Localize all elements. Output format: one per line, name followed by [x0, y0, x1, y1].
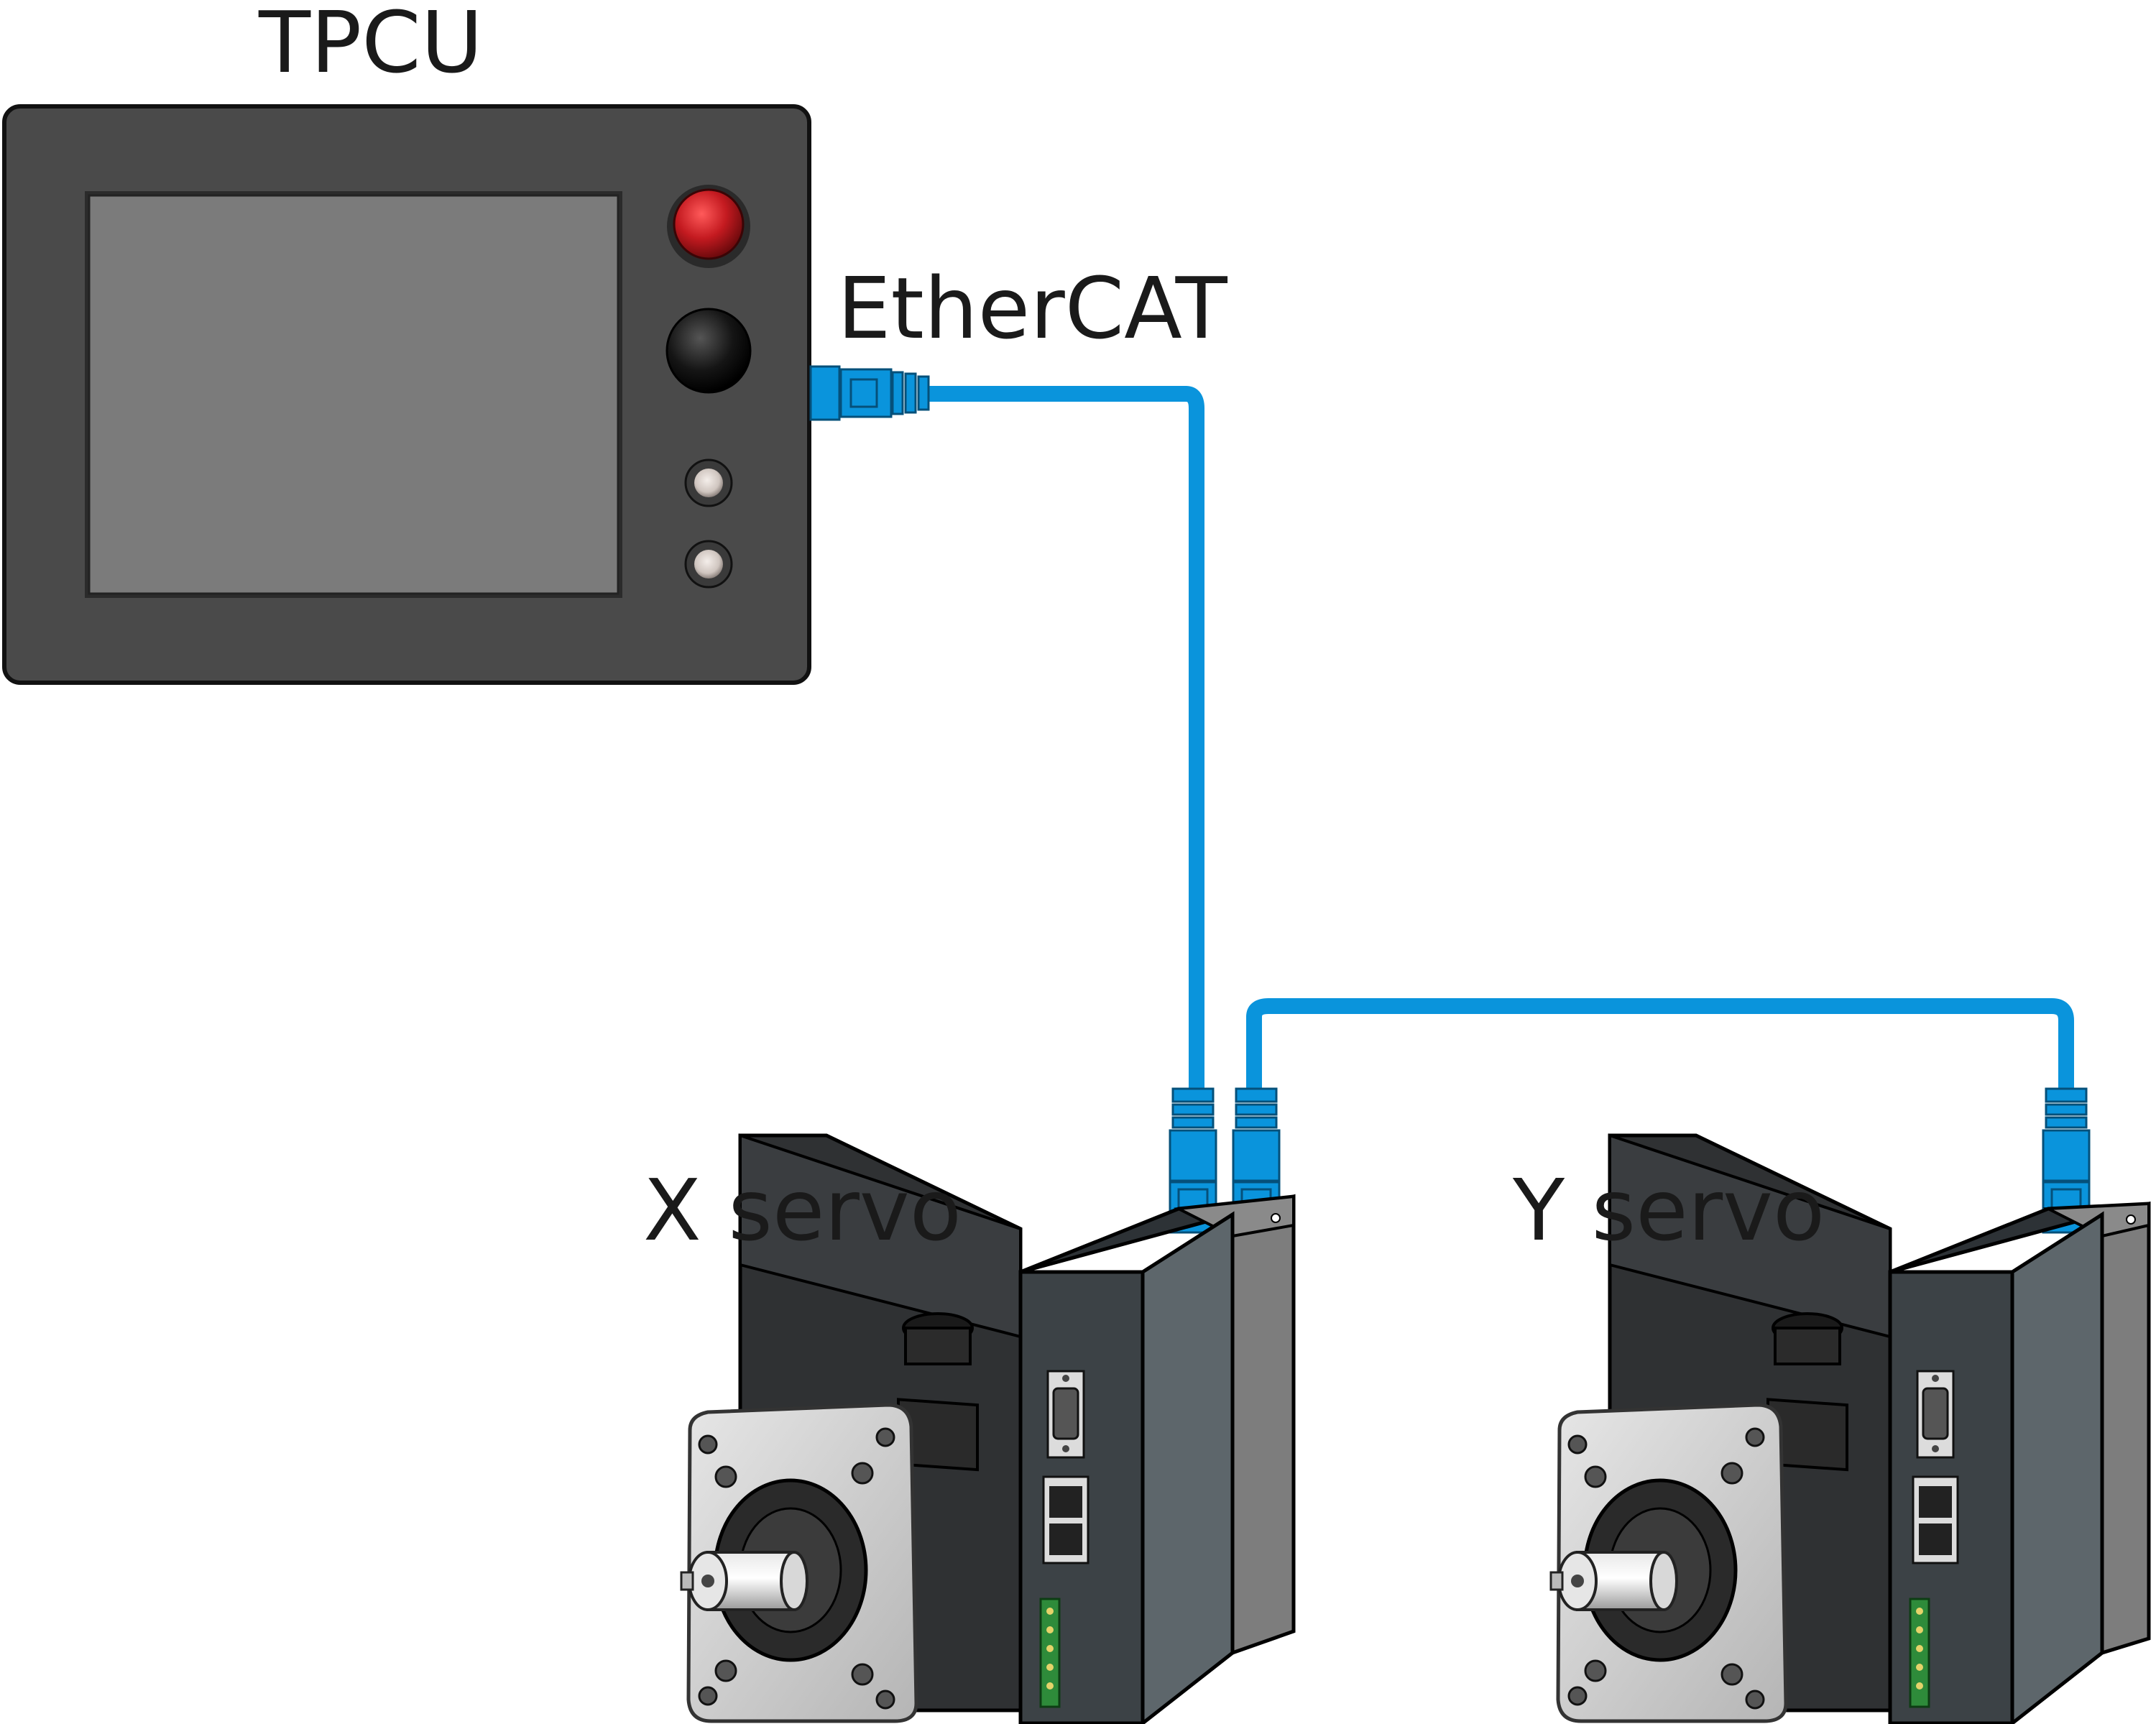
- ethercat-cable: [919, 386, 2074, 1100]
- rj45-connector-icon: [1912, 1475, 1959, 1564]
- black-button-icon: [665, 308, 752, 394]
- indicator-light-icon: [684, 458, 733, 507]
- ethercat-label: EtherCAT: [837, 259, 1228, 358]
- rj45-connector-icon: [809, 365, 930, 421]
- terminal-block-icon: [1039, 1598, 1061, 1708]
- x-servo-label: X servo: [643, 1161, 962, 1260]
- indicator-light-icon: [684, 540, 733, 589]
- rj45-connector-icon: [1042, 1475, 1089, 1564]
- y-servo-label: Y servo: [1512, 1161, 1825, 1260]
- emergency-stop-icon: [667, 185, 750, 268]
- terminal-block-icon: [1909, 1598, 1930, 1708]
- tpcu-panel: [2, 104, 930, 685]
- db-connector-icon: [1916, 1370, 1955, 1459]
- servo-motor: [1549, 1133, 1892, 1723]
- db-connector-icon: [1046, 1370, 1085, 1459]
- y-servo-unit: [1549, 1087, 2151, 1724]
- tpcu-screen: [88, 194, 619, 595]
- servo-drive: [1888, 1201, 2151, 1724]
- tpcu-label: TPCU: [258, 0, 483, 92]
- servo-motor: [680, 1133, 1023, 1723]
- x-servo-unit: [680, 1087, 1296, 1724]
- servo-drive: [1018, 1194, 1296, 1724]
